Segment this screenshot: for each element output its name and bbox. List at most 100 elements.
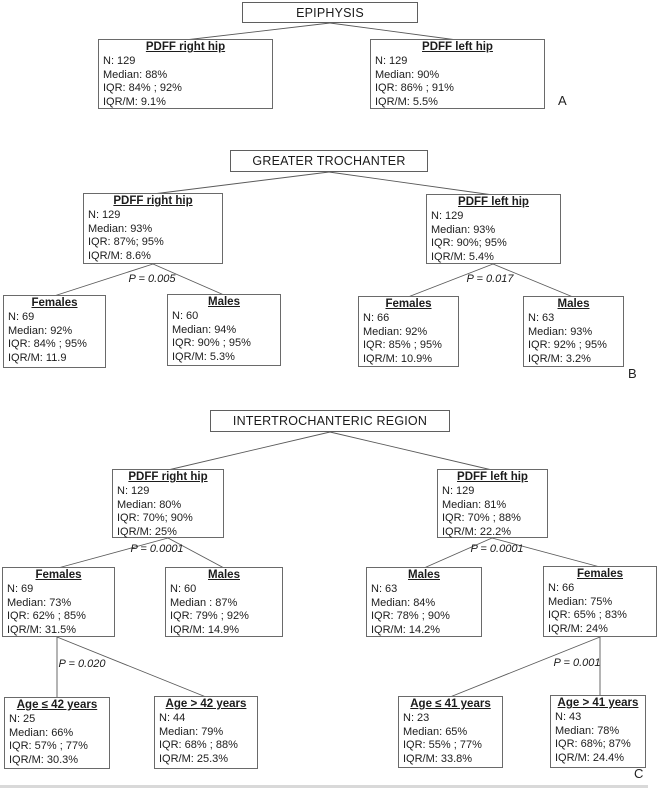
stat-n: N: 66 bbox=[548, 582, 575, 595]
stat-median: Median: 92% bbox=[8, 324, 73, 337]
stat-iqr: IQR: 86% ; 91% bbox=[375, 82, 454, 95]
bottom-edge-artifact bbox=[0, 785, 648, 788]
stat-iqr: IQR: 79% ; 92% bbox=[170, 610, 249, 623]
stat-iqr: IQR: 65% ; 83% bbox=[548, 609, 627, 622]
panel-c-p-value-right: P = 0.0001 bbox=[470, 543, 524, 555]
stat-iqrm: IQR/M: 31.5% bbox=[7, 623, 77, 636]
node-title: Age ≤ 41 years bbox=[410, 698, 491, 710]
stat-iqrm: IQR/M: 8.6% bbox=[88, 249, 151, 262]
stat-iqrm: IQR/M: 10.9% bbox=[363, 352, 433, 365]
stat-iqr: IQR: 62% ; 85% bbox=[7, 610, 86, 623]
panel-c-left-males-box: Males N: 60 Median : 87% IQR: 79% ; 92% … bbox=[165, 567, 283, 637]
node-title: PDFF left hip bbox=[458, 196, 529, 208]
stat-median: Median: 84% bbox=[371, 596, 436, 609]
stat-median: Median: 79% bbox=[159, 725, 224, 738]
stat-median: Median: 78% bbox=[555, 724, 620, 737]
stat-n: N: 60 bbox=[172, 310, 199, 323]
stat-iqr: IQR: 92% ; 95% bbox=[528, 339, 607, 352]
panel-c-right-females-box: Females N: 66 Median: 75% IQR: 65% ; 83%… bbox=[543, 566, 657, 637]
panel-a-letter: A bbox=[558, 93, 567, 108]
panel-a-header: EPIPHYSIS bbox=[242, 2, 418, 23]
stat-n: N: 69 bbox=[7, 583, 34, 596]
panel-a-pdff-right-hip-box: PDFF right hip N: 129 Median: 88% IQR: 8… bbox=[98, 39, 273, 109]
stat-iqrm: IQR/M: 25.3% bbox=[159, 752, 229, 765]
panel-b-letter: B bbox=[628, 366, 637, 381]
panel-b-left-males-box: Males N: 60 Median: 94% IQR: 90% ; 95% I… bbox=[167, 294, 281, 366]
stat-median: Median: 93% bbox=[88, 222, 153, 235]
panel-b-p-value-left: P = 0.005 bbox=[128, 273, 176, 285]
stat-iqr: IQR: 85% ; 95% bbox=[363, 339, 442, 352]
stat-iqrm: IQR/M: 24% bbox=[548, 622, 608, 635]
node-title: Females bbox=[35, 569, 82, 581]
stat-median: Median: 90% bbox=[375, 68, 440, 81]
stat-n: N: 129 bbox=[88, 209, 121, 222]
stat-median: Median : 87% bbox=[170, 596, 238, 609]
stat-n: N: 60 bbox=[170, 583, 197, 596]
stat-n: N: 63 bbox=[371, 583, 398, 596]
node-title: Age > 42 years bbox=[165, 698, 247, 710]
panel-c-p-value-age-left: P = 0.020 bbox=[58, 658, 106, 670]
stat-median: Median: 66% bbox=[9, 726, 74, 739]
panel-b-left-females-box: Females N: 69 Median: 92% IQR: 84% ; 95%… bbox=[3, 295, 106, 368]
panel-b-header: GREATER TROCHANTER bbox=[230, 150, 428, 172]
stat-iqrm: IQR/M: 33.8% bbox=[403, 752, 473, 765]
stat-iqr: IQR: 57% ; 77% bbox=[9, 740, 88, 753]
stat-n: N: 44 bbox=[159, 712, 186, 725]
stat-median: Median: 93% bbox=[431, 223, 496, 236]
node-title: Males bbox=[208, 569, 240, 581]
node-title: Females bbox=[576, 568, 624, 580]
node-title: PDFF left hip bbox=[457, 471, 528, 483]
stat-iqr: IQR: 90%; 95% bbox=[431, 237, 507, 250]
stat-n: N: 43 bbox=[555, 711, 582, 724]
stat-iqrm: IQR/M: 24.4% bbox=[555, 751, 625, 764]
stat-median: Median: 81% bbox=[442, 498, 507, 511]
stat-iqrm: IQR/M: 11.9 bbox=[8, 351, 67, 364]
stat-n: N: 129 bbox=[103, 55, 136, 68]
stat-iqrm: IQR/M: 3.2% bbox=[528, 352, 591, 365]
panel-c-pdff-right-hip-box: PDFF right hip N: 129 Median: 80% IQR: 7… bbox=[112, 469, 224, 538]
stat-iqrm: IQR/M: 30.3% bbox=[9, 753, 79, 766]
stat-median: Median: 80% bbox=[117, 498, 182, 511]
node-title: Females bbox=[385, 298, 432, 310]
stat-iqr: IQR: 68%; 87% bbox=[555, 738, 631, 751]
panel-c-p-value-left: P = 0.0001 bbox=[130, 543, 184, 555]
stat-n: N: 63 bbox=[528, 312, 555, 325]
panel-b-pdff-right-hip-box: PDFF right hip N: 129 Median: 93% IQR: 8… bbox=[83, 193, 223, 264]
stat-n: N: 129 bbox=[431, 210, 464, 223]
stat-n: N: 129 bbox=[375, 55, 408, 68]
stat-n: N: 25 bbox=[9, 713, 36, 726]
stat-iqr: IQR: 87%; 95% bbox=[88, 236, 164, 249]
stat-iqrm: IQR/M: 14.9% bbox=[170, 623, 240, 636]
panel-b-right-females-box: Females N: 66 Median: 92% IQR: 85% ; 95%… bbox=[358, 296, 459, 367]
stat-median: Median: 73% bbox=[7, 596, 72, 609]
stat-n: N: 23 bbox=[403, 712, 430, 725]
panel-c-age-gt-41-box: Age > 41 years N: 43 Median: 78% IQR: 68… bbox=[550, 695, 646, 768]
stat-n: N: 69 bbox=[8, 311, 35, 324]
stat-n: N: 129 bbox=[442, 485, 475, 498]
stat-median: Median: 88% bbox=[103, 68, 168, 81]
node-title: PDFF right hip bbox=[113, 195, 193, 207]
stat-iqrm: IQR/M: 9.1% bbox=[103, 95, 166, 108]
stat-iqr: IQR: 55% ; 77% bbox=[403, 739, 482, 752]
stat-median: Median: 75% bbox=[548, 595, 613, 608]
stat-iqrm: IQR/M: 22.2% bbox=[442, 525, 512, 538]
panel-b-right-males-box: Males N: 63 Median: 93% IQR: 92% ; 95% I… bbox=[523, 296, 624, 367]
node-title: Males bbox=[557, 298, 590, 310]
panel-c-age-le-42-box: Age ≤ 42 years N: 25 Median: 66% IQR: 57… bbox=[4, 697, 110, 769]
node-title: PDFF right hip bbox=[145, 41, 226, 53]
panel-c-header: INTERTROCHANTERIC REGION bbox=[210, 410, 450, 432]
node-title: PDFF right hip bbox=[128, 471, 208, 483]
node-title: Males bbox=[408, 569, 440, 581]
stat-iqr: IQR: 84% ; 95% bbox=[8, 338, 87, 351]
stat-median: Median: 65% bbox=[403, 725, 468, 738]
panel-c-right-males-box: Males N: 63 Median: 84% IQR: 78% ; 90% I… bbox=[366, 567, 482, 637]
stat-iqrm: IQR/M: 5.3% bbox=[172, 350, 235, 363]
node-title: Age ≤ 42 years bbox=[16, 699, 98, 711]
stat-median: Median: 93% bbox=[528, 325, 593, 338]
stat-median: Median: 92% bbox=[363, 325, 428, 338]
stat-iqr: IQR: 84% ; 92% bbox=[103, 82, 182, 95]
stat-iqr: IQR: 70% ; 88% bbox=[442, 512, 521, 525]
node-title: Males bbox=[208, 296, 240, 308]
